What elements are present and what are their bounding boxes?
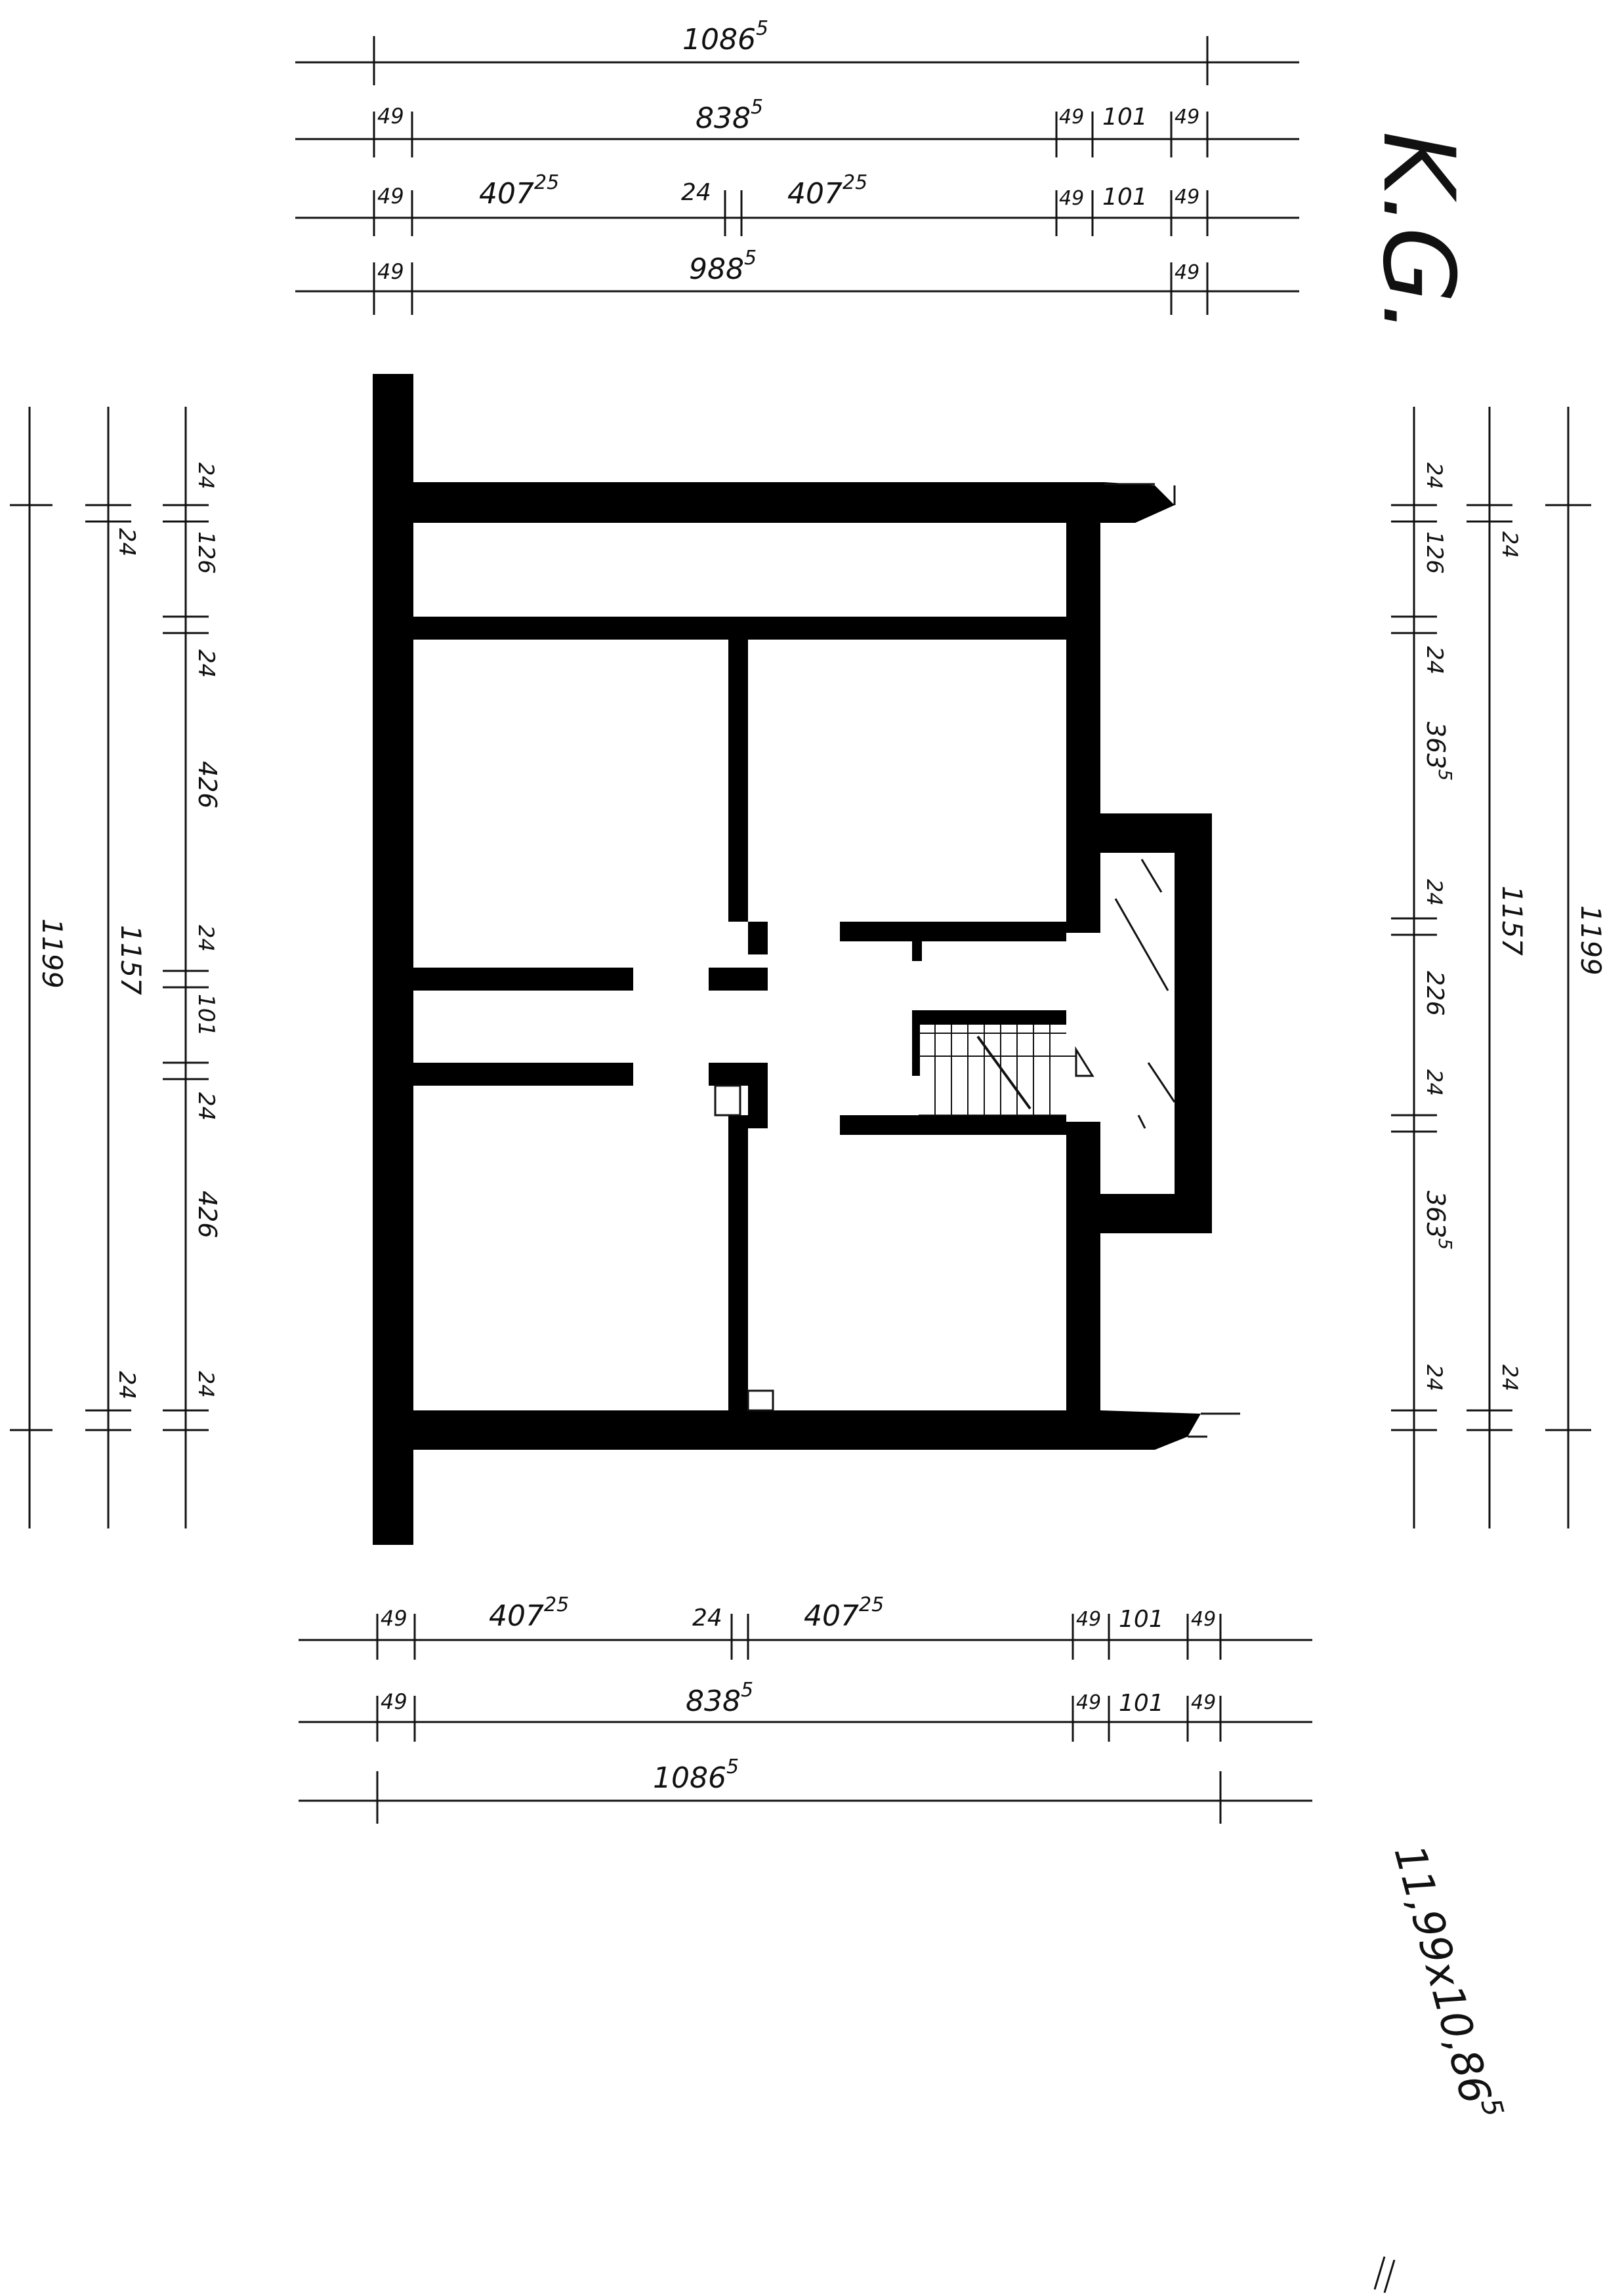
east-partition-lower [840,1115,1066,1135]
right-inner-6: 24 [1422,1069,1447,1096]
left-mid-total: 1157 [115,925,147,995]
right-mid-bottom: 24 [1497,1364,1522,1391]
left-mid-bottom: 24 [114,1371,140,1399]
center-wall-lower [728,1115,748,1410]
top-row3-g: 49 [1175,186,1199,209]
top-row3-b: 40725 [479,171,559,211]
bottom-row1-e: 49 [1076,1608,1101,1631]
right-inner-3: 3635 [1421,722,1456,781]
bottom-row2-e: 49 [1191,1691,1216,1714]
right-inner-7: 3635 [1421,1191,1456,1250]
floor-plan [373,374,1240,1545]
top-row2-d: 101 [1102,104,1148,131]
top-dimension-chains: 10865 49 8385 49 101 49 49 40725 24 4072… [295,17,1299,315]
right-inner-2: 24 [1421,646,1447,674]
left-dimension-chains: 1199 1157 24 24 24 126 24 426 24 101 24 … [10,407,222,1528]
bottom-row1-c: 24 [692,1605,722,1631]
left-mid-top: 24 [114,528,140,556]
right-inner-8: 24 [1422,1364,1447,1391]
left-inner-2: 24 [193,649,219,678]
east-wall-upper [1066,523,1100,933]
right-inner-0: 24 [1422,462,1447,489]
left-inner-6: 24 [193,1092,219,1120]
top-row3-d: 40725 [787,171,867,211]
right-mid-total: 1157 [1496,886,1528,956]
right-inner-5: 226 [1421,971,1448,1016]
sheet-label: K.G. [1361,131,1475,335]
left-inner-7: 426 [193,1191,222,1239]
bottom-row2-b: 8385 [686,1679,753,1718]
bottom-row2-a: 49 [381,1689,407,1714]
right-inner-4: 24 [1422,879,1447,906]
left-inner-3: 426 [193,761,222,809]
top-row3-f: 101 [1102,184,1148,211]
bottom-row1-d: 40725 [804,1593,884,1633]
east-wall-lower [1066,1122,1100,1414]
north-wall [373,482,1104,523]
top-row2-c: 49 [1059,106,1084,129]
bottom-row2-d: 101 [1119,1690,1164,1717]
west-partition-lower [413,1063,633,1086]
right-dimension-chains: 24 126 24 3635 24 226 24 3635 24 1157 24… [1391,407,1607,1528]
left-overall-dim: 1199 [36,918,68,989]
bottom-row1-g: 49 [1191,1608,1216,1631]
left-inner-4: 24 [194,925,219,952]
left-inner-5: 101 [193,994,219,1036]
top-row3-a: 49 [377,184,404,209]
top-row3-c: 24 [681,179,711,206]
east-partition-upper [840,922,1066,941]
top-row4-b: 9885 [689,247,757,286]
area-note: 11,99x10,865 [1385,1839,1510,2126]
bottom-row1-a: 49 [381,1606,407,1631]
bottom-row2-c: 49 [1076,1691,1101,1714]
left-inner-8: 24 [194,1371,219,1398]
right-inner-1: 126 [1421,531,1447,574]
top-overall-dim: 10865 [682,17,768,56]
left-inner-1: 126 [193,531,219,574]
bay-south-wall [1100,1194,1212,1233]
right-mid-top: 24 [1497,531,1522,558]
top-row2-b: 8385 [696,96,763,135]
bottom-row1-b: 40725 [489,1593,569,1633]
south-wall [373,1410,1101,1450]
center-wall-upper [728,640,748,922]
top-row4-c: 49 [1175,261,1199,284]
bay-east-wall [1175,813,1212,1233]
bottom-row1-f: 101 [1119,1606,1164,1633]
top-row2-e: 49 [1175,106,1199,129]
north-corridor-wall [413,617,1070,640]
left-inner-0: 24 [194,462,219,489]
top-row3-e: 49 [1059,187,1084,210]
bottom-overall-dim: 10865 [653,1755,739,1795]
top-row2-a: 49 [377,104,404,129]
staircase [912,1010,1094,1116]
right-overall-dim: 1199 [1575,905,1607,975]
west-partition-upper [413,968,633,991]
top-row4-a: 49 [377,259,404,284]
stair-arrow-icon [1075,1046,1094,1077]
bottom-dimension-chains: 49 40725 24 40725 49 101 49 49 8385 49 1… [299,1593,1312,1824]
